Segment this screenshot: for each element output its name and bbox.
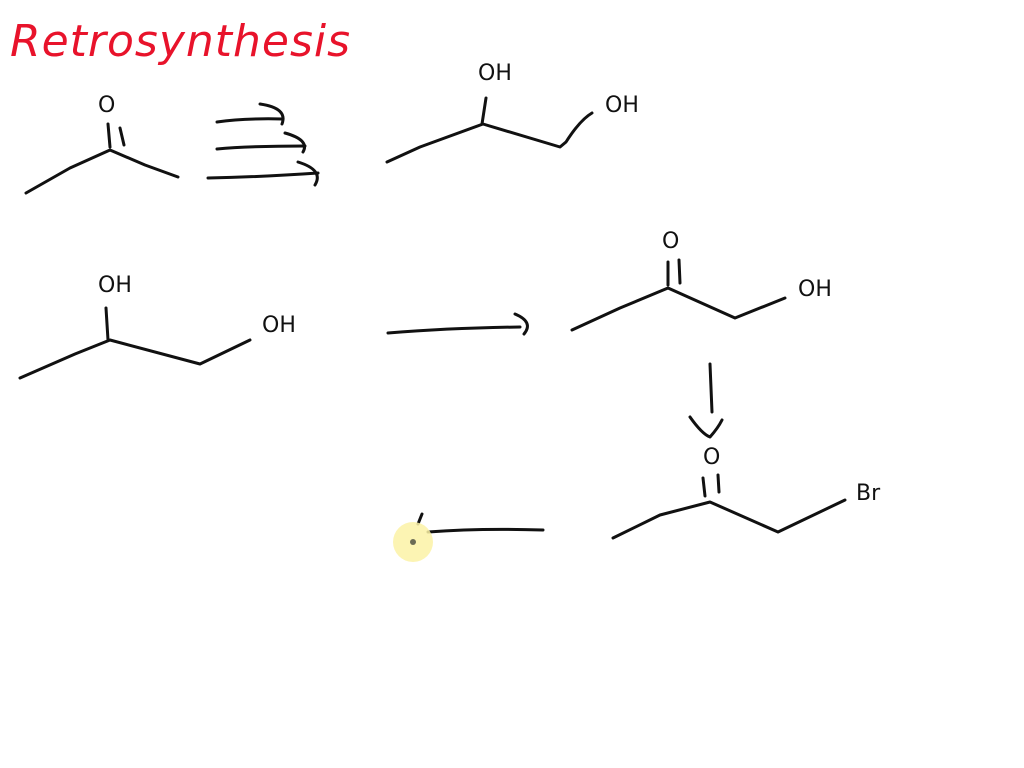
molecule-diol-2: OH OH (18, 273, 296, 380)
atom-label-hydroxyl: OH (605, 93, 639, 118)
cursor-dot-icon (410, 539, 416, 545)
reaction-arrow-down-icon (688, 362, 724, 439)
diol-2-skeleton (18, 338, 252, 380)
carbonyl-bond-2 (677, 258, 682, 285)
pen-cursor (393, 522, 433, 562)
atom-label-hydroxyl: OH (798, 277, 832, 302)
diol-2-oh-bond (104, 306, 110, 342)
carbonyl-bond-1 (106, 122, 112, 149)
molecule-diol-1: OH OH (385, 61, 639, 164)
diol-1-skeleton (385, 111, 594, 164)
atom-label-hydroxyl: OH (478, 61, 512, 86)
molecule-bromoacetone: O Br (611, 445, 881, 540)
atom-label-hydroxyl: OH (98, 273, 132, 298)
atom-label-oxygen: O (703, 445, 720, 470)
atom-label-oxygen: O (662, 229, 679, 254)
carbonyl-bond-2 (716, 473, 721, 494)
partial-bond (426, 527, 545, 534)
atom-label-hydroxyl: OH (262, 313, 296, 338)
molecule-acetone: O (24, 93, 180, 195)
bromoacetone-skeleton (611, 498, 847, 540)
atom-label-oxygen: O (98, 93, 115, 118)
retrosynthesis-arrow-icon (206, 102, 320, 187)
carbonyl-bond-2 (118, 126, 126, 147)
partial-fragment (416, 512, 545, 534)
hydroxyacetone-skeleton (570, 286, 787, 332)
reaction-arrow-icon (386, 312, 529, 336)
diol-1-oh-bond (480, 96, 488, 126)
carbonyl-bond-1 (701, 476, 707, 498)
page-title: Retrosynthesis (10, 16, 351, 67)
molecule-hydroxyacetone: O OH (570, 229, 832, 332)
partial-tick (416, 512, 424, 526)
atom-label-bromine: Br (856, 481, 881, 506)
acetone-skeleton (24, 148, 180, 195)
